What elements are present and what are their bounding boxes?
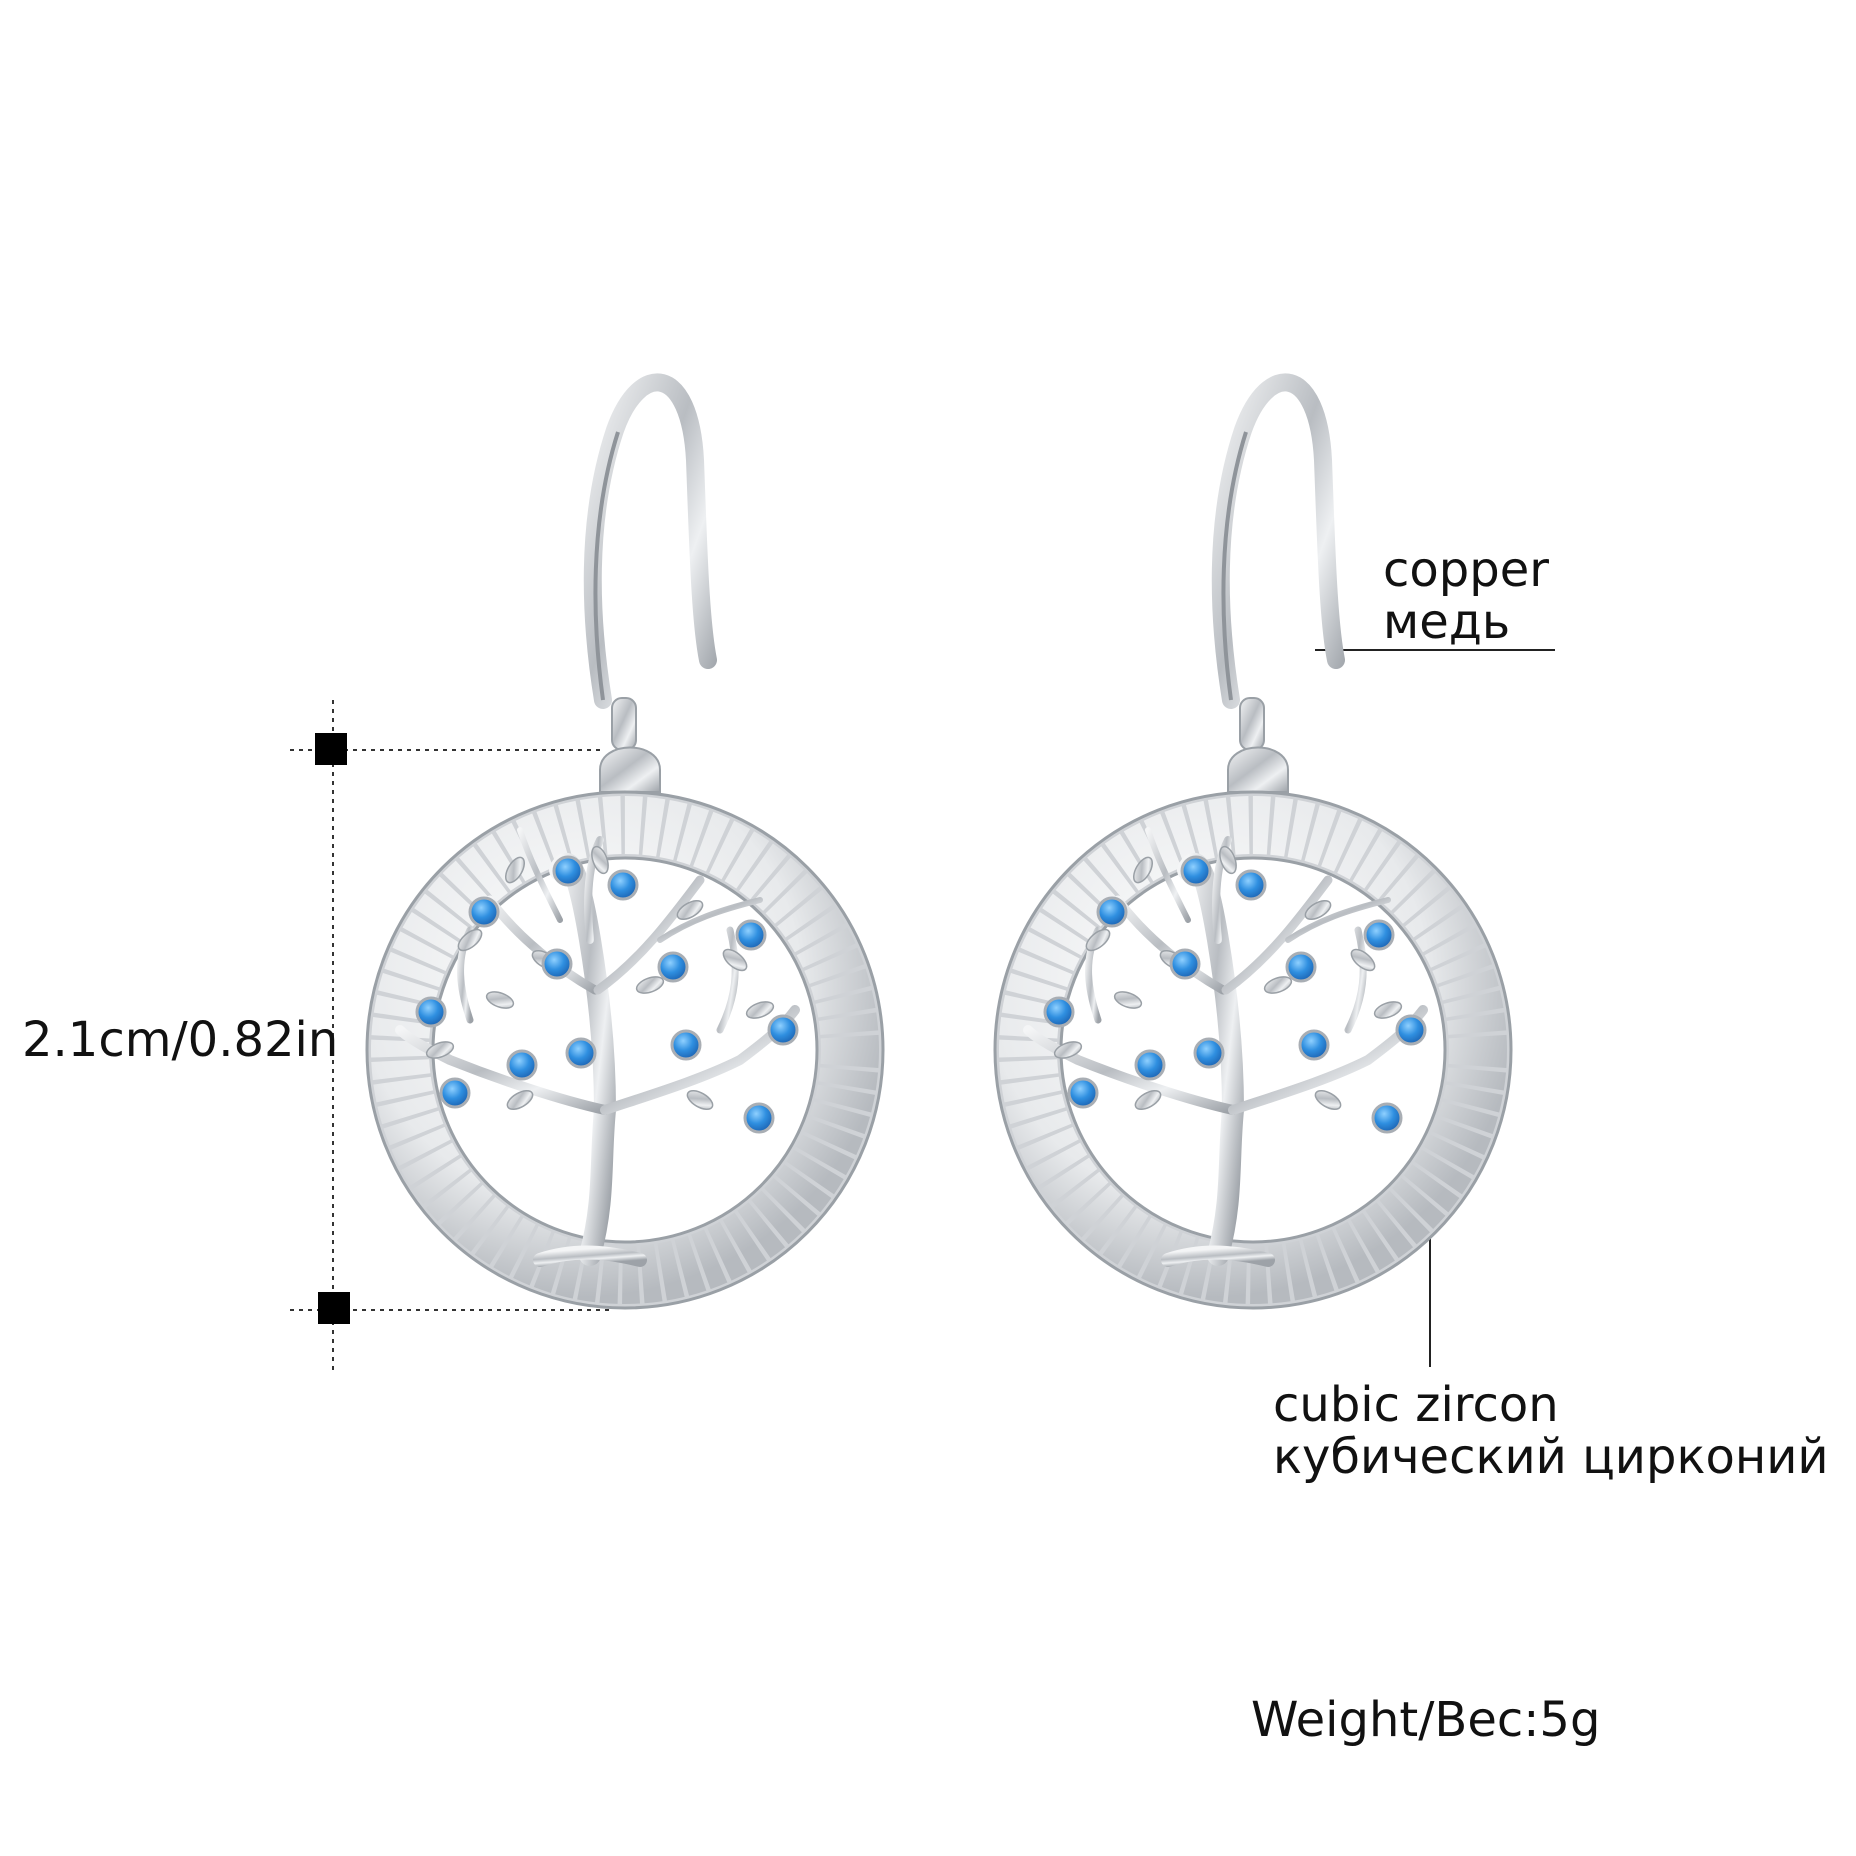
zircon-label-en: cubic zircon: [1273, 1377, 1559, 1433]
dimension-marker: [290, 700, 612, 1375]
earring-right: [993, 373, 1513, 1310]
copper-label-ru: медь: [1383, 593, 1511, 650]
zircon-label-ru: кубический цирконий: [1273, 1428, 1829, 1485]
dimension-label: 2.1cm/0.82in: [22, 1012, 339, 1068]
copper-label: copper медь: [1383, 542, 1549, 650]
earring-left: [365, 373, 885, 1310]
weight-label: Weight/Bec:5g: [1251, 1692, 1601, 1748]
copper-label-en: copper: [1383, 542, 1549, 598]
zircon-label: cubic zircon кубический цирконий: [1273, 1377, 1829, 1485]
